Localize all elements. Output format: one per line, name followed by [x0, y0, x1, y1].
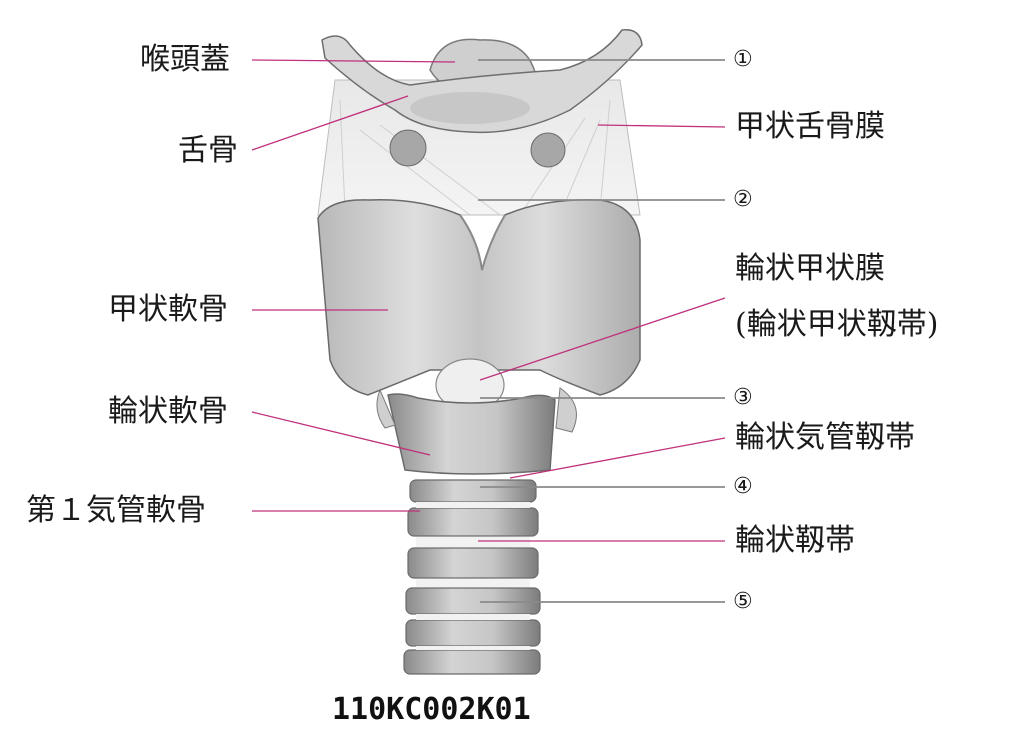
trachea-ring-5 — [405, 619, 541, 647]
leader-hyoid — [251, 95, 409, 151]
thyroid-notch-shadow — [459, 214, 506, 271]
leaders-left — [251, 59, 456, 512]
cricoid-cartilage-shape — [387, 393, 556, 475]
marker-3: ③ — [733, 385, 753, 410]
label-cricotracheal-ligament: 輪状気管靱帯 — [735, 420, 915, 455]
cricoid-lateral-left — [376, 388, 396, 429]
hyoid-body-shade — [410, 92, 530, 124]
leader-cricoid — [251, 411, 431, 456]
label-annular-ligament: 輪状靱帯 — [735, 523, 855, 558]
marker-lines — [478, 59, 725, 603]
figure-code: 110KC002K01 — [332, 692, 531, 727]
label-cricothyroid-ligament: (輪状甲状靱帯) — [735, 307, 939, 342]
nodule-left — [389, 129, 427, 167]
label-cricoid-cartilage: 輪状軟骨 — [108, 394, 228, 429]
label-thyroid-cartilage: 甲状軟骨 — [108, 292, 228, 327]
marker-1: ① — [733, 47, 753, 72]
annular-ligament-gaps — [416, 502, 530, 650]
cricoid-lateral-right — [555, 387, 577, 433]
label-thyrohyoid-membrane: 甲状舌骨膜 — [735, 109, 885, 144]
nodule-right — [530, 132, 566, 168]
leader-thyrohyoid-membrane — [597, 124, 726, 128]
marker-5: ⑤ — [733, 589, 753, 614]
marker-2: ② — [733, 187, 753, 212]
marker-4: ④ — [733, 474, 753, 499]
trachea-rings — [403, 479, 541, 675]
trachea-ring-6 — [403, 649, 541, 675]
trachea-ring-4 — [405, 587, 541, 615]
leader-cricotracheal-ligament — [509, 437, 726, 479]
leaders-right — [478, 124, 726, 542]
label-epiglottis: 喉頭蓋 — [140, 42, 230, 77]
trachea-ring-3 — [407, 547, 539, 579]
leader-epiglottis — [251, 59, 456, 63]
hyoid-bone-shape — [321, 29, 643, 134]
label-hyoid: 舌骨 — [178, 133, 238, 168]
trachea-ring-1 — [409, 479, 537, 503]
label-cricothyroid-membrane: 輪状甲状膜 — [735, 251, 885, 286]
label-first-tracheal-cartilage: 第１気管軟骨 — [26, 493, 206, 528]
trachea-ring-2 — [407, 507, 539, 537]
leader-cricothyroid-membrane — [479, 297, 726, 381]
